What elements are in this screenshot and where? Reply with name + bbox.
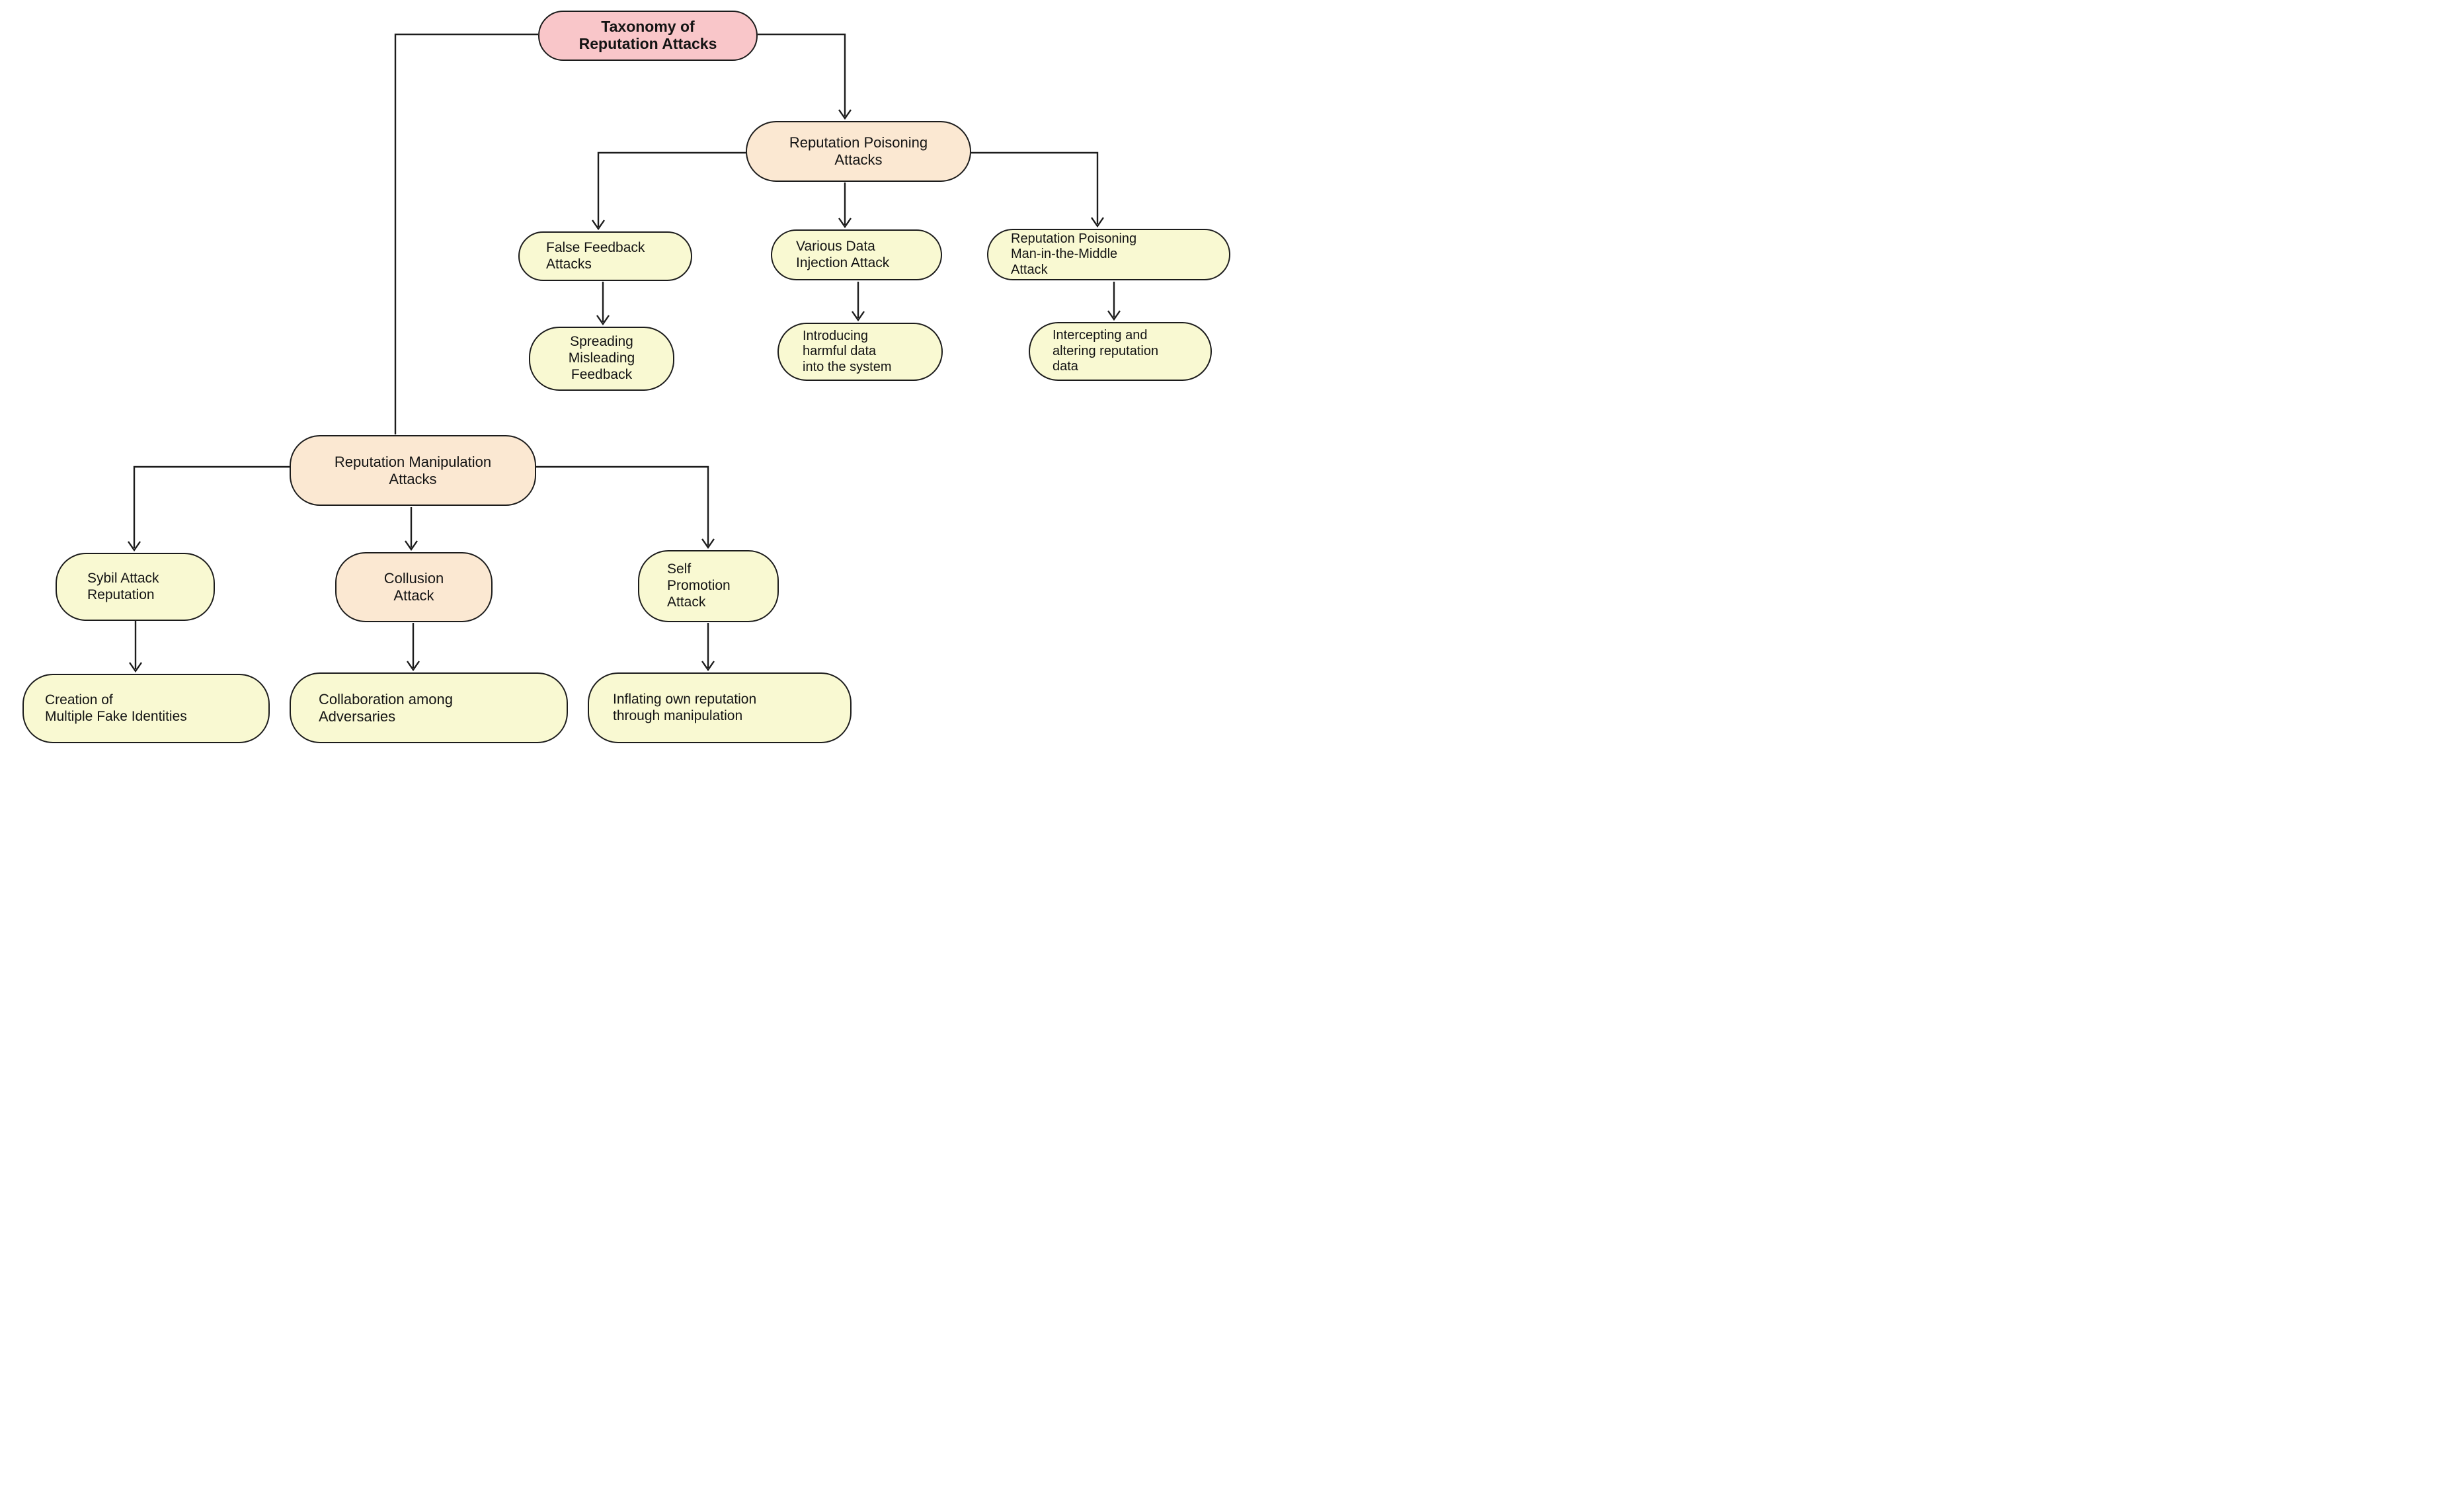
arrowhead bbox=[128, 541, 141, 552]
connector-layer bbox=[128, 33, 1121, 673]
node-label: Introducing harmful data into the system bbox=[803, 328, 892, 374]
edge-mitm-to-intercepting bbox=[1107, 282, 1121, 321]
arrowhead bbox=[838, 218, 852, 229]
node-label: Inflating own reputation through manipul… bbox=[613, 691, 757, 723]
node-taxonomy-of-reputation-attacks: Taxonomy of Reputation Attacks bbox=[538, 11, 758, 61]
node-creation-of-multiple-fake-identities: Creation of Multiple Fake Identities bbox=[22, 674, 270, 743]
arrowhead bbox=[1107, 310, 1121, 321]
edge-poisoning-to-various-data bbox=[838, 182, 852, 229]
arrowhead bbox=[596, 315, 610, 326]
node-self-promotion-attack: Self Promotion Attack bbox=[638, 550, 779, 622]
node-reputation-poisoning-attacks: Reputation Poisoning Attacks bbox=[746, 121, 971, 182]
node-false-feedback-attacks: False Feedback Attacks bbox=[518, 231, 692, 281]
node-reputation-manipulation-attacks: Reputation Manipulation Attacks bbox=[290, 435, 536, 506]
node-introducing-harmful-data: Introducing harmful data into the system bbox=[777, 323, 943, 381]
arrowhead bbox=[407, 661, 420, 672]
node-label: Intercepting and altering reputation dat… bbox=[1053, 328, 1159, 374]
edge-collusion-to-collaboration bbox=[407, 623, 420, 672]
edge-sybil-to-creation bbox=[129, 621, 142, 673]
arrowhead bbox=[129, 662, 142, 673]
node-intercepting-altering-reputation-data: Intercepting and altering reputation dat… bbox=[1029, 322, 1212, 381]
edge-poisoning-to-false-feedback bbox=[592, 151, 746, 231]
node-label: Collusion Attack bbox=[383, 570, 444, 604]
arrowhead bbox=[701, 538, 715, 549]
node-label: Reputation Manipulation Attacks bbox=[334, 453, 492, 487]
node-label: Taxonomy of Reputation Attacks bbox=[578, 18, 717, 52]
edge-false-feedback-to-spreading bbox=[596, 282, 610, 326]
node-label: Sybil Attack Reputation bbox=[87, 570, 159, 602]
arrowhead bbox=[701, 661, 715, 672]
node-reputation-poisoning-mitm-attack: Reputation Poisoning Man-in-the-Middle A… bbox=[987, 229, 1230, 280]
edge-various-data-to-introducing bbox=[852, 282, 865, 322]
edge-root-to-manipulation bbox=[394, 33, 538, 434]
arrowhead bbox=[1091, 217, 1104, 228]
edge-root-to-poisoning bbox=[758, 33, 852, 120]
edge-manipulation-to-collusion bbox=[405, 507, 418, 551]
node-label: Reputation Poisoning Attacks bbox=[789, 134, 928, 168]
node-collusion-attack: Collusion Attack bbox=[335, 552, 493, 622]
node-collaboration-among-adversaries: Collaboration among Adversaries bbox=[290, 672, 568, 743]
taxonomy-diagram: Taxonomy of Reputation Attacks Reputatio… bbox=[0, 0, 1232, 750]
arrowhead bbox=[852, 311, 865, 322]
arrowhead bbox=[405, 540, 418, 551]
node-sybil-attack-reputation: Sybil Attack Reputation bbox=[56, 553, 215, 621]
node-label: Spreading Misleading Feedback bbox=[568, 334, 635, 382]
arrowhead bbox=[592, 220, 605, 231]
edge-manipulation-to-sybil bbox=[128, 466, 290, 552]
node-label: Self Promotion Attack bbox=[667, 561, 731, 610]
node-label: False Feedback Attacks bbox=[546, 239, 645, 272]
arrowhead bbox=[838, 109, 852, 120]
node-label: Various Data Injection Attack bbox=[796, 238, 890, 270]
node-label: Reputation Poisoning Man-in-the-Middle A… bbox=[1011, 231, 1137, 277]
edge-manipulation-to-self-promotion bbox=[536, 466, 715, 549]
node-spreading-misleading-feedback: Spreading Misleading Feedback bbox=[529, 327, 674, 391]
node-various-data-injection-attack: Various Data Injection Attack bbox=[771, 229, 942, 280]
node-label: Creation of Multiple Fake Identities bbox=[45, 692, 187, 724]
node-inflating-own-reputation: Inflating own reputation through manipul… bbox=[588, 672, 852, 743]
edge-poisoning-to-mitm bbox=[971, 151, 1104, 228]
node-label: Collaboration among Adversaries bbox=[319, 690, 454, 725]
edge-self-promotion-to-inflating bbox=[701, 623, 715, 672]
